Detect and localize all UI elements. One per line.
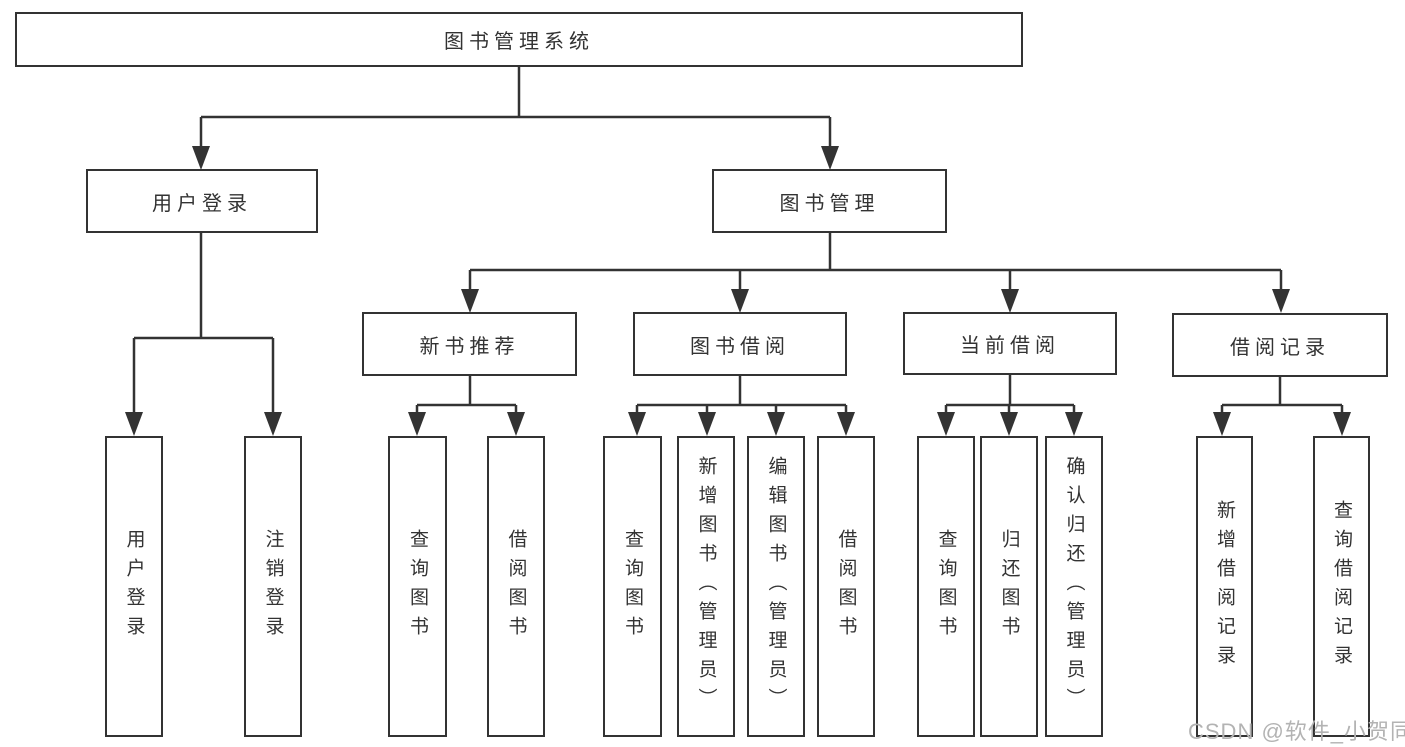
connector-current-borrow-children	[937, 375, 1083, 436]
node-new-book-recommend: 新书推荐	[362, 312, 577, 376]
leaf-label: 查询图书	[935, 528, 957, 645]
node-label: 新书推荐	[419, 335, 520, 358]
leaf-query-books-current: 查询图书	[917, 436, 975, 737]
node-current-borrow: 当前借阅	[903, 312, 1117, 375]
node-label: 用户登录	[152, 192, 252, 215]
node-label: 图书管理	[779, 192, 880, 215]
leaf-label: 新增借阅记录	[1214, 499, 1235, 674]
leaf-label: 借阅图书	[835, 528, 857, 645]
leaf-return-books: 归还图书	[980, 436, 1038, 737]
leaf-confirm-return-admin: 确认归还（管理员）	[1045, 436, 1103, 737]
leaf-label: 查询图书	[407, 528, 428, 645]
connector-user-login-children	[125, 233, 282, 436]
connector-borrow-records-children	[1213, 377, 1351, 436]
leaf-user-login: 用户登录	[105, 436, 163, 737]
leaf-query-books-recommend: 查询图书	[388, 436, 447, 737]
leaf-logout: 注销登录	[244, 436, 302, 737]
leaf-label: 确认归还（管理员）	[1063, 456, 1085, 717]
leaf-label: 归还图书	[998, 528, 1020, 645]
leaf-label: 查询借阅记录	[1331, 499, 1352, 674]
leaf-borrow-books: 借阅图书	[817, 436, 875, 737]
node-label: 图书管理系统	[444, 31, 594, 53]
node-label: 借阅记录	[1230, 336, 1330, 359]
leaf-add-borrow-record: 新增借阅记录	[1196, 436, 1253, 737]
leaf-add-books-admin: 新增图书（管理员）	[677, 436, 735, 737]
connector-new-book-children	[408, 376, 525, 436]
leaf-borrow-books-recommend: 借阅图书	[487, 436, 545, 737]
leaf-label: 查询图书	[622, 528, 643, 645]
node-label: 图书借阅	[690, 335, 790, 358]
leaf-label: 注销登录	[262, 528, 284, 645]
leaf-label: 编辑图书（管理员）	[765, 456, 787, 717]
node-library-system-root: 图书管理系统	[15, 12, 1023, 67]
node-book-borrow: 图书借阅	[633, 312, 847, 376]
node-book-management: 图书管理	[712, 169, 947, 233]
node-borrow-records: 借阅记录	[1172, 313, 1388, 377]
leaf-label: 新增图书（管理员）	[695, 456, 717, 717]
node-label: 当前借阅	[960, 335, 1060, 357]
leaf-label: 借阅图书	[505, 528, 527, 645]
csdn-watermark: CSDN @软件_小贺同学	[1188, 719, 1405, 744]
leaf-query-borrow-record: 查询借阅记录	[1313, 436, 1370, 737]
connector-root-to-level1	[192, 66, 839, 170]
node-user-login: 用户登录	[86, 169, 318, 233]
connector-book-borrow-children	[628, 376, 855, 436]
leaf-label: 用户登录	[123, 528, 145, 645]
leaf-query-books-borrow: 查询图书	[603, 436, 662, 737]
connector-book-management-children	[461, 233, 1290, 313]
leaf-edit-books-admin: 编辑图书（管理员）	[747, 436, 805, 737]
